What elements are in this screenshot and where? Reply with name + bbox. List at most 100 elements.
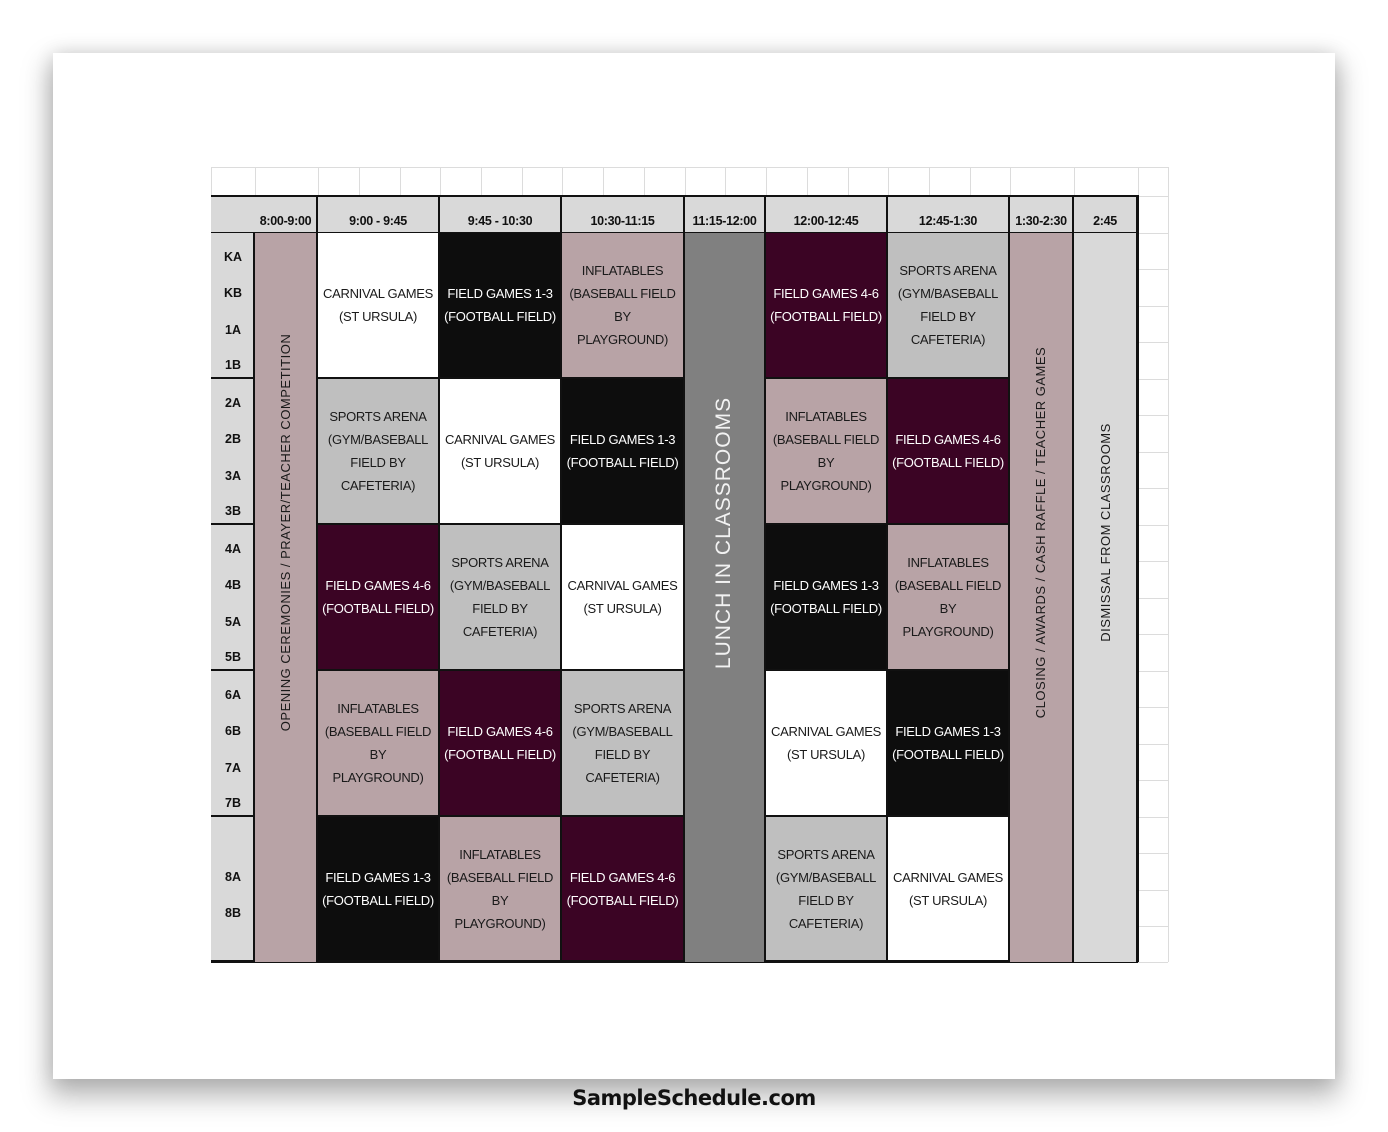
closing-band: CLOSING / AWARDS / CASH RAFFLE / TEACHER…: [1010, 233, 1074, 962]
grade-label: 4A: [225, 542, 241, 556]
grade-label: 1A: [225, 323, 241, 337]
time-slot-header: 10:30-11:15: [562, 197, 685, 232]
gridline-horizontal: [1138, 889, 1168, 891]
grade-label: KB: [223, 286, 243, 300]
activity-text-line2: (FOOTBALL FIELD): [770, 601, 882, 616]
activity-cell: INFLATABLES (BASEBALL FIELD BY PLAYGROUND): [562, 233, 685, 379]
activity-text-line2: (FOOTBALL FIELD): [322, 892, 434, 908]
site-watermark: SampleSchedule.com: [572, 1086, 816, 1110]
time-slot-header: 12:00-12:45: [766, 197, 888, 232]
gridline-horizontal: [1138, 816, 1168, 818]
gridline-vertical: [603, 167, 604, 196]
gridline-horizontal: [1138, 488, 1168, 489]
activity-text-line1: FIELD GAMES 4-6: [447, 724, 553, 739]
activity-text-line1: SPORTS ARENA: [329, 409, 427, 424]
activity-text-line1: FIELD GAMES 1-3: [895, 724, 1001, 739]
gridline-vertical: [929, 167, 930, 196]
activity-text-line3: PLAYGROUND): [332, 770, 424, 785]
grade-label: 5B: [225, 650, 241, 664]
gridline-vertical: [848, 167, 849, 196]
grade-label: 3B: [225, 504, 241, 518]
activity-text-line2: (FOOTBALL FIELD): [566, 892, 679, 908]
activity-text-line2: (FOOTBALL FIELD): [444, 747, 556, 762]
grade-label: 6A: [225, 688, 241, 702]
activity-text-line4: CAFETERIA): [585, 770, 660, 785]
activity-text-line1: INFLATABLES: [907, 555, 989, 570]
dismissal-band: DISMISSAL FROM CLASSROOMS: [1074, 233, 1138, 962]
gridline-vertical: [481, 167, 482, 196]
activity-text-line1: FIELD GAMES 1-3: [447, 286, 553, 301]
gridline-horizontal: [1138, 269, 1168, 270]
activity-cell: CARNIVAL GAMES(ST URSULA): [888, 817, 1010, 962]
dismissal-band-text: DISMISSAL FROM CLASSROOMS: [1097, 423, 1113, 642]
gridline-horizontal: [1138, 232, 1168, 234]
activity-text-line2: (GYM/BASEBALL: [897, 286, 999, 301]
gridline-horizontal: [211, 167, 1168, 168]
time-slot-header: 9:00 - 9:45: [318, 197, 440, 232]
gridline-vertical: [562, 167, 563, 196]
activity-cell: FIELD GAMES 1-3(FOOTBALL FIELD): [888, 671, 1010, 817]
activity-text-line1: CARNIVAL GAMES: [445, 432, 555, 447]
activity-text-line1: CARNIVAL GAMES: [893, 869, 1003, 885]
activity-text-line3: FIELD BY: [798, 892, 854, 908]
activity-text-line2: (GYM/BASEBALL: [775, 869, 877, 885]
grade-label: 3A: [225, 469, 241, 483]
activity-text-line1: CARNIVAL GAMES: [771, 724, 881, 739]
time-slot-header: 12:45-1:30: [888, 197, 1010, 232]
table-border-top: [211, 195, 1138, 197]
activity-text-line2: (FOOTBALL FIELD): [892, 455, 1004, 470]
activity-text-line2: (BASEBALL FIELD BY: [894, 578, 1002, 616]
activity-text-line4: CAFETERIA): [910, 332, 986, 347]
activity-text-line2: (GYM/BASEBALL: [449, 578, 551, 593]
gridline-horizontal: [1138, 670, 1168, 672]
gridline-vertical: [685, 167, 686, 196]
activity-text-line2: (ST URSULA): [338, 309, 418, 324]
gridline-vertical: [318, 167, 319, 196]
gridline-horizontal: [1138, 780, 1168, 781]
activity-cell: FIELD GAMES 1-3(FOOTBALL FIELD): [318, 817, 440, 962]
activity-text-line1: SPORTS ARENA: [777, 846, 875, 862]
grade-label: 7A: [225, 761, 241, 775]
gridline-vertical: [766, 167, 767, 196]
activity-cell: FIELD GAMES 4-6(FOOTBALL FIELD): [766, 233, 888, 379]
activity-text-line3: PLAYGROUND): [902, 624, 994, 639]
gridline-vertical: [970, 167, 971, 196]
activity-text-line2: (BASEBALL FIELD BY: [569, 286, 676, 324]
activity-text-line1: INFLATABLES: [581, 263, 664, 278]
activity-text-line1: CARNIVAL GAMES: [323, 286, 433, 301]
activity-text-line1: FIELD GAMES 4-6: [895, 432, 1001, 447]
activity-text-line2: (BASEBALL FIELD BY: [446, 869, 554, 908]
activity-cell: CARNIVAL GAMES(ST URSULA): [562, 525, 685, 671]
activity-text-line2: (ST URSULA): [583, 601, 662, 616]
grade-label: 2B: [225, 432, 241, 446]
gridline-vertical: [644, 167, 645, 196]
gridline-horizontal: [1138, 196, 1168, 197]
time-slot-header: 9:45 - 10:30: [440, 197, 562, 232]
gridline-vertical: [359, 167, 360, 196]
activity-text-line1: FIELD GAMES 1-3: [569, 432, 676, 447]
activity-text-line1: SPORTS ARENA: [451, 555, 549, 570]
activity-text-line1: FIELD GAMES 1-3: [773, 578, 879, 593]
header-corner-cell: [211, 197, 255, 232]
table-border-bottom: [211, 961, 1138, 963]
gridline-horizontal: [1138, 524, 1168, 526]
time-slot-header: 2:45: [1074, 197, 1138, 232]
activity-cell: FIELD GAMES 4-6(FOOTBALL FIELD): [562, 817, 685, 962]
gridline-horizontal: [1138, 451, 1168, 453]
gridline-horizontal: [1138, 926, 1168, 927]
activity-text-line1: INFLATABLES: [337, 701, 419, 716]
activity-text-line3: PLAYGROUND): [576, 332, 669, 347]
activity-text-line1: FIELD GAMES 4-6: [773, 286, 879, 301]
activity-text-line2: (GYM/BASEBALL: [572, 724, 673, 739]
activity-text-line1: SPORTS ARENA: [573, 701, 672, 716]
gridline-horizontal: [1138, 305, 1168, 307]
time-slot-header: 11:15-12:00: [685, 197, 766, 232]
grade-label: 1B: [225, 358, 241, 372]
lunch-band: LUNCH IN CLASSROOMS: [685, 233, 766, 962]
time-slot-header: 8:00-9:00: [255, 197, 318, 232]
